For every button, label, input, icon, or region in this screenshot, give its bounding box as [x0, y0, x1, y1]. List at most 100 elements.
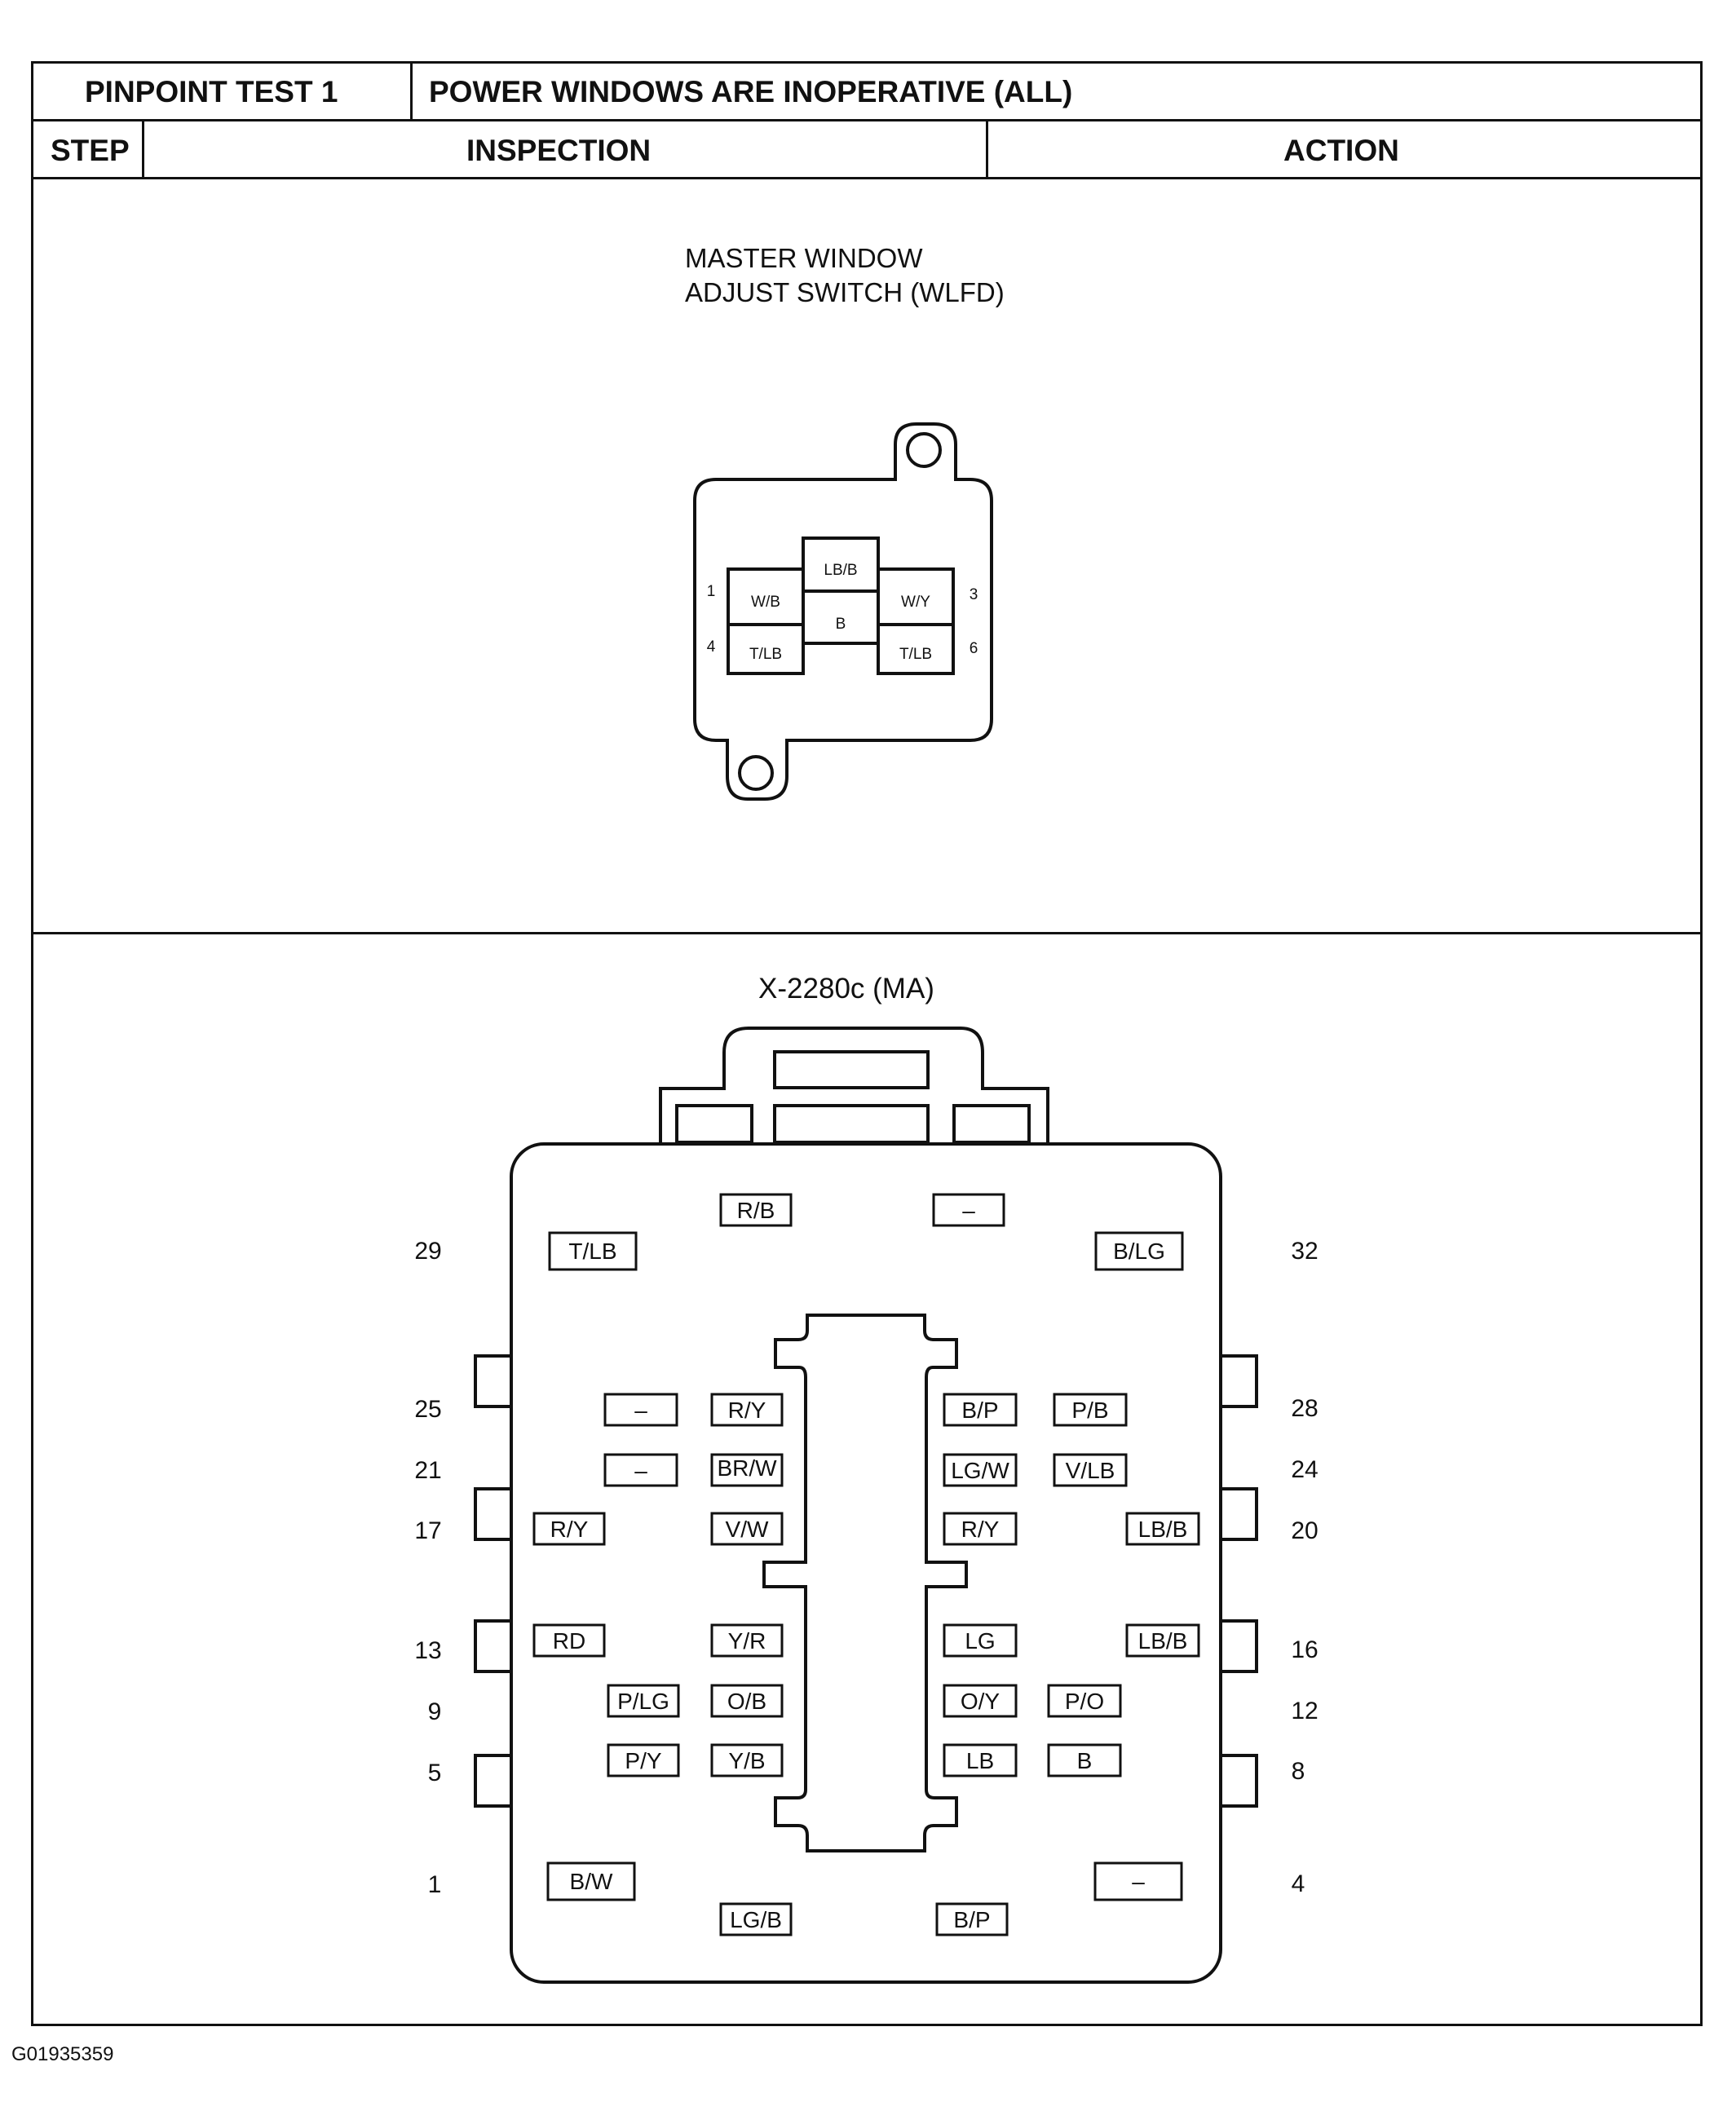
row-label-16: 16 — [1291, 1636, 1318, 1663]
cavity-8-wire: B — [1077, 1748, 1093, 1773]
mount-hole-icon — [906, 432, 942, 468]
cavity-30-wire: – — [962, 1198, 975, 1223]
cavity-20-wire: LB/B — [1138, 1517, 1188, 1542]
test-title: POWER WINDOWS ARE INOPERATIVE (ALL) — [429, 75, 1073, 108]
cavity-6 — [710, 1743, 784, 1777]
cavity-18 — [710, 1512, 784, 1546]
connector-title: X-2280c (MA) — [758, 973, 934, 1005]
cavity-22-wire: BR/W — [717, 1455, 777, 1481]
cavity-9 — [607, 1684, 680, 1718]
cavity-10 — [710, 1684, 784, 1718]
cavity-25-wire: – — [634, 1398, 647, 1423]
cavity-3-wire: B/P — [953, 1907, 990, 1932]
cavity-27 — [943, 1393, 1018, 1427]
switch-pin-number-3: 3 — [970, 586, 978, 603]
cavity-7-wire: LB — [966, 1748, 994, 1773]
switch-pin-5-wire: B — [836, 616, 846, 633]
cavity-9-wire: P/LG — [617, 1689, 669, 1714]
header-separator — [31, 119, 1703, 121]
mount-hole-icon — [738, 755, 774, 791]
connector-diagram: X-2280c (MA) — [414, 973, 1319, 1984]
cavity-19-wire: R/Y — [961, 1517, 1000, 1542]
cavity-16-wire: LB/B — [1138, 1628, 1188, 1654]
cavity-29 — [548, 1231, 638, 1271]
cavity-23 — [943, 1453, 1018, 1487]
cavity-14 — [710, 1623, 784, 1658]
cavity-14-wire: Y/R — [728, 1628, 766, 1654]
switch-title-line2: ADJUST SWITCH (WLFD) — [685, 277, 1005, 307]
cavity-26 — [710, 1393, 784, 1427]
row-label-4: 4 — [1292, 1870, 1305, 1897]
test-table-frame — [31, 61, 1703, 2026]
row-label-20: 20 — [1291, 1517, 1318, 1544]
cavity-17 — [532, 1512, 606, 1546]
cavity-18-wire: V/W — [726, 1517, 769, 1542]
row-label-13: 13 — [414, 1637, 441, 1664]
switch-pin-4-wire: T/LB — [749, 646, 782, 663]
row-label-29: 29 — [414, 1238, 441, 1265]
column-action: ACTION — [1283, 134, 1399, 167]
row-label-17: 17 — [414, 1517, 441, 1544]
cavity-4-wire: – — [1132, 1869, 1145, 1894]
cavity-4 — [1093, 1861, 1183, 1901]
action-column-divider — [986, 119, 988, 178]
cavity-24-wire: V/LB — [1066, 1458, 1115, 1483]
cavity-1-wire: B/W — [570, 1869, 613, 1894]
switch-pin-number-1: 1 — [707, 583, 716, 600]
cavity-25 — [603, 1393, 678, 1427]
switch-pin-3-wire: W/Y — [901, 594, 930, 611]
switch-title-line1: MASTER WINDOW — [685, 243, 923, 273]
switch-pin-6-wire: T/LB — [899, 646, 932, 663]
cavity-24 — [1053, 1453, 1128, 1487]
connector-body — [510, 1142, 1222, 1984]
cavity-10-wire: O/B — [727, 1689, 766, 1714]
cavity-2-wire: LG/B — [730, 1907, 782, 1932]
cavity-21 — [603, 1453, 678, 1487]
cavity-11-wire: O/Y — [961, 1689, 1001, 1714]
cavity-28-wire: P/B — [1071, 1398, 1108, 1423]
switch-pin-6 — [877, 623, 955, 675]
row-label-8: 8 — [1292, 1758, 1305, 1785]
column-inspection: INSPECTION — [466, 134, 652, 167]
cavity-8 — [1047, 1743, 1122, 1777]
row-label-12: 12 — [1291, 1698, 1318, 1724]
column-header-separator — [31, 177, 1703, 179]
cavity-16 — [1125, 1623, 1200, 1658]
row-label-32: 32 — [1291, 1238, 1318, 1265]
cavity-1 — [546, 1861, 636, 1901]
column-step: STEP — [51, 134, 130, 167]
cavity-11 — [943, 1684, 1018, 1718]
cavity-2 — [719, 1902, 793, 1936]
switch-pin-1-wire: W/B — [751, 594, 780, 611]
cavity-19 — [943, 1512, 1018, 1546]
cavity-7 — [943, 1743, 1018, 1777]
cavity-5 — [607, 1743, 680, 1777]
cavity-3 — [935, 1902, 1009, 1936]
row-label-25: 25 — [414, 1396, 441, 1423]
cavity-12-wire: P/O — [1065, 1689, 1104, 1714]
cavity-13 — [532, 1623, 606, 1658]
row-label-28: 28 — [1291, 1395, 1318, 1422]
cavity-15 — [943, 1623, 1018, 1658]
switch-connector-housing — [693, 422, 993, 801]
section-separator — [31, 932, 1703, 934]
cavity-5-wire: P/Y — [625, 1748, 661, 1773]
switch-diagram: W/B LB/B W/Y T/LB B T/LB 1 3 4 6 — [693, 422, 993, 801]
cavity-32 — [1094, 1231, 1184, 1271]
cavity-20 — [1125, 1512, 1200, 1546]
cavity-6-wire: Y/B — [728, 1748, 765, 1773]
switch-pin-number-4: 4 — [707, 638, 716, 656]
cavity-26-wire: R/Y — [728, 1398, 766, 1423]
side-locking-tabs — [474, 1354, 1258, 1808]
cavity-28 — [1053, 1393, 1128, 1427]
connector-latch — [659, 1027, 1049, 1144]
cavity-23-wire: LG/W — [951, 1458, 1009, 1483]
cavity-17-wire: R/Y — [550, 1517, 589, 1542]
row-label-1: 1 — [428, 1871, 442, 1898]
header-divider — [410, 61, 413, 120]
row-label-24: 24 — [1291, 1456, 1318, 1483]
cavity-27-wire: B/P — [961, 1398, 998, 1423]
cavity-30 — [932, 1193, 1005, 1227]
switch-pin-4 — [727, 623, 805, 675]
